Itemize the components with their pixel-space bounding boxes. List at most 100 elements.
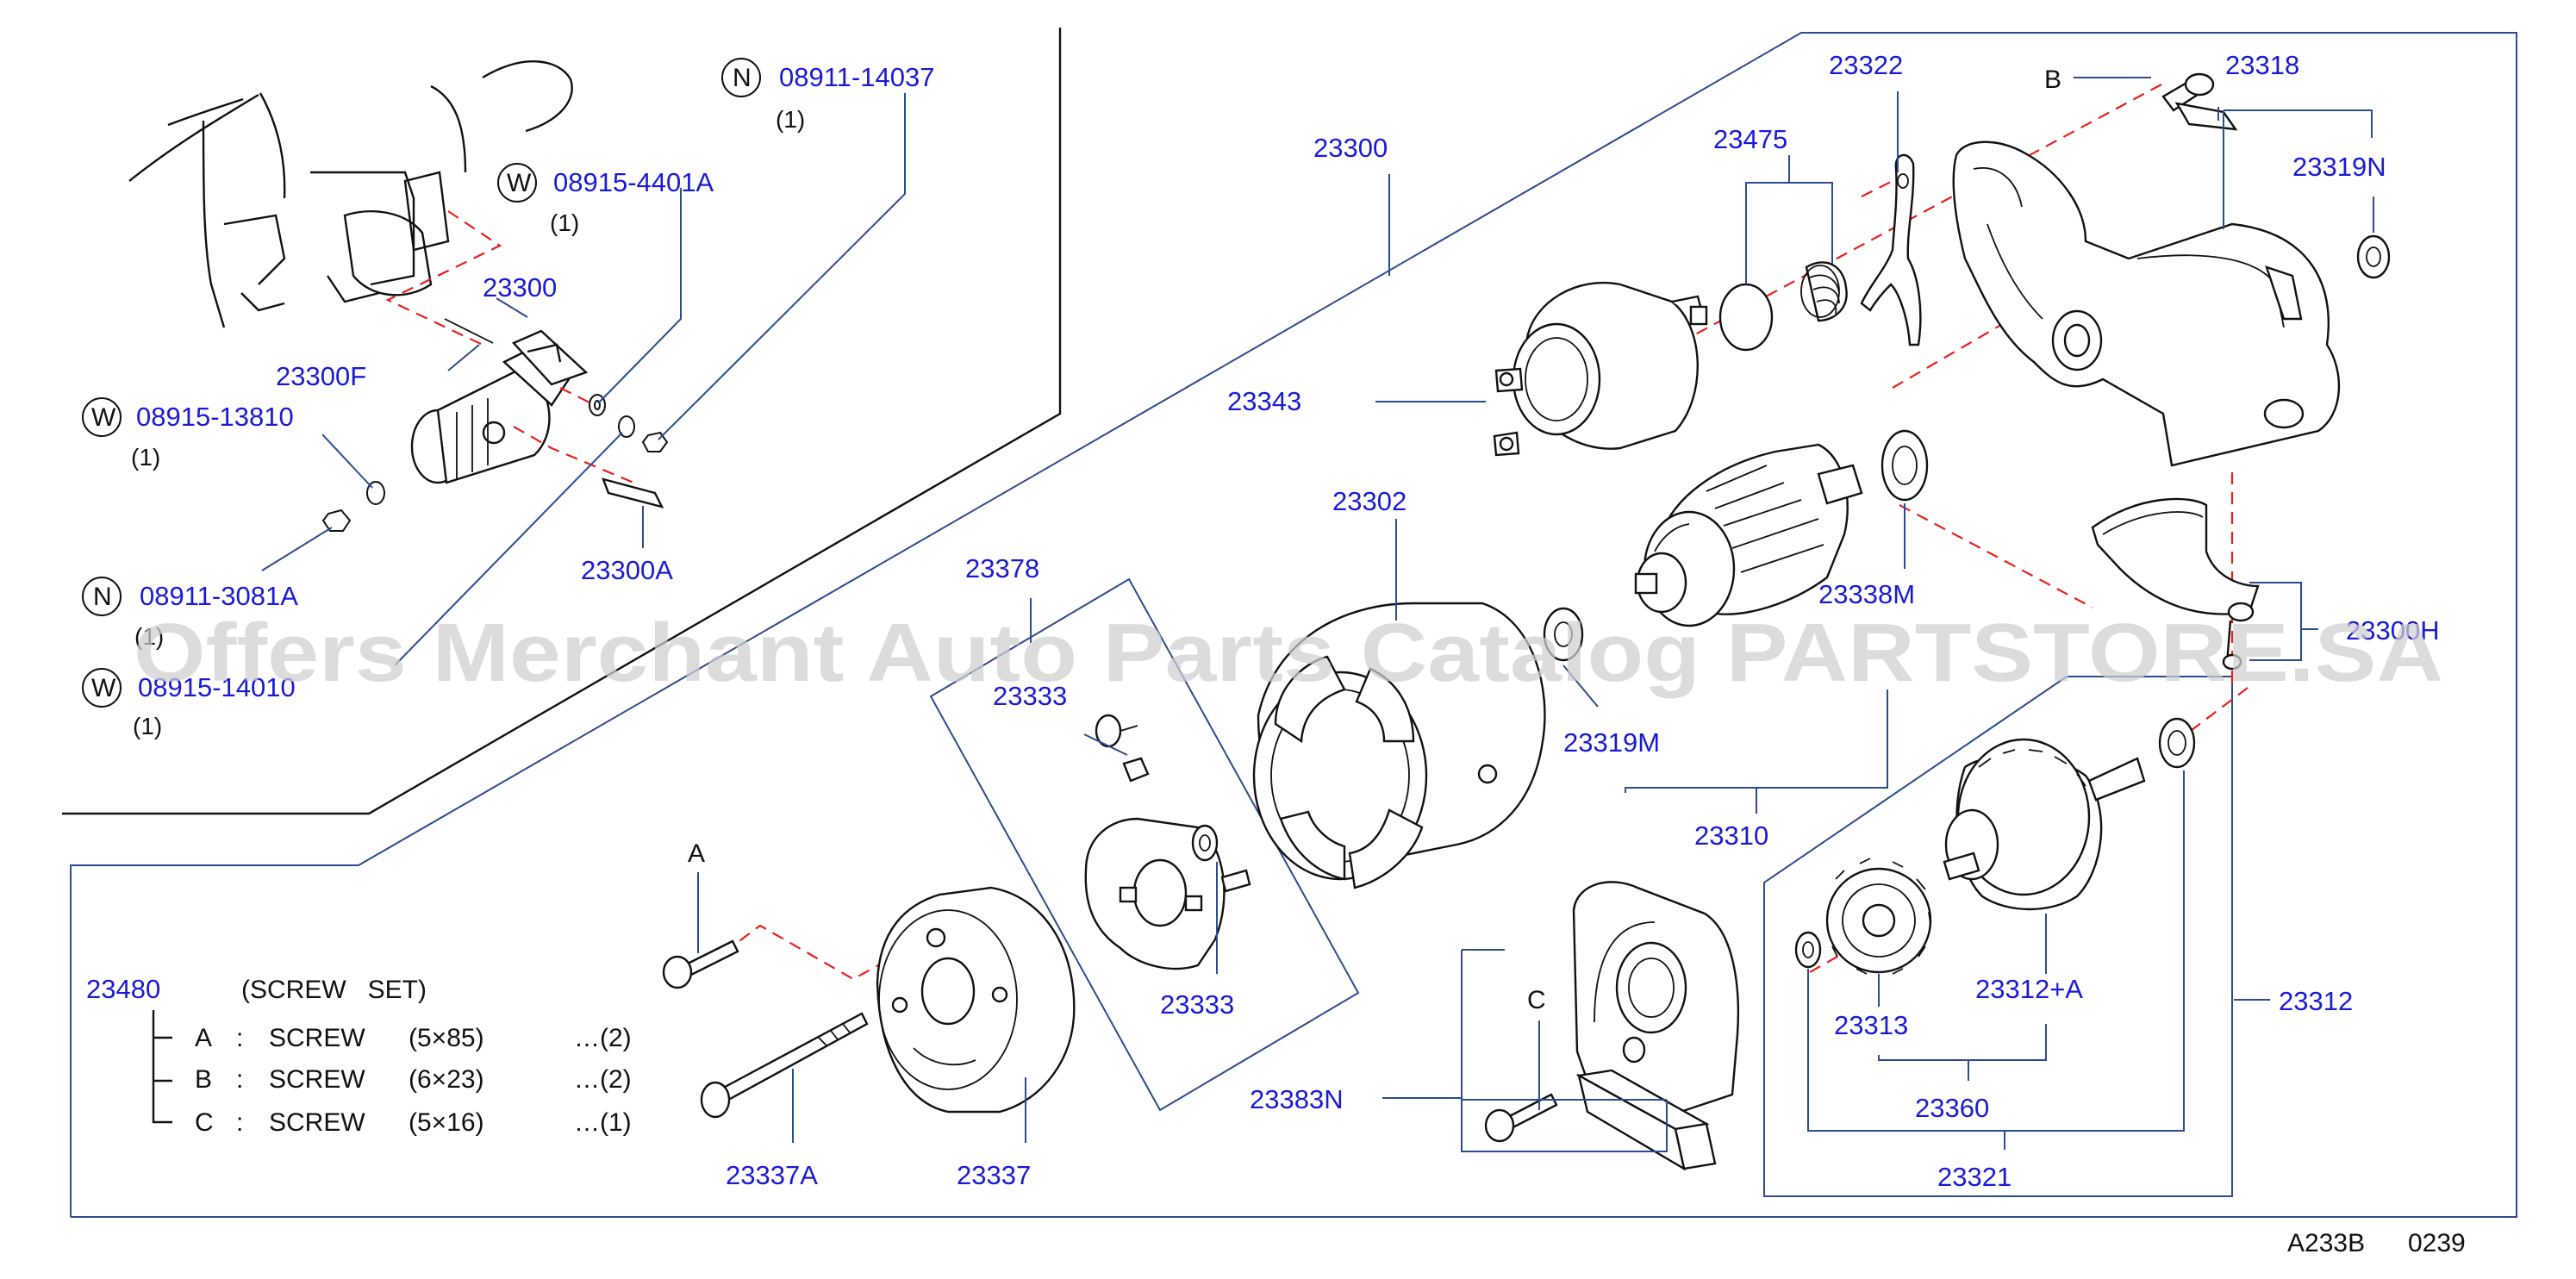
bushing-23319N-part (2356, 234, 2391, 279)
badge-circle (82, 397, 122, 437)
badge-letter: N (93, 583, 112, 611)
label-23333-lower[interactable]: 23333 (1160, 989, 1234, 1020)
label-23300-inset[interactable]: 23300 (483, 272, 557, 303)
drive-assembly-23312-part (1794, 717, 2196, 975)
label-23383N[interactable]: 23383N (1250, 1084, 1344, 1114)
callout-b: B (2044, 66, 2061, 94)
spring-23475-part (1718, 261, 1848, 352)
inset-leaders (261, 93, 906, 666)
footer: A233B 0239 (2287, 1229, 2466, 1257)
callout-letters: A B C (688, 66, 2061, 1014)
rear-cover-23337-part (876, 886, 1076, 1114)
label-23319M[interactable]: 23319M (1563, 727, 1660, 758)
inset-dash-lines (385, 210, 639, 486)
hardware-part-08915-4401A[interactable]: 08915-4401A (553, 167, 714, 197)
screw-row-colon: : (236, 1024, 243, 1052)
label-23360[interactable]: 23360 (1915, 1093, 1989, 1123)
hardware-qty: (1) (134, 623, 164, 650)
label-23318[interactable]: 23318 (2225, 50, 2299, 80)
badge-circle (82, 577, 122, 616)
solenoid-23343-part (1493, 281, 1708, 457)
hardware-part-08915-14010[interactable]: 08915-14010 (138, 672, 296, 702)
label-23343[interactable]: 23343 (1227, 386, 1301, 416)
main-leaders (697, 77, 2374, 1152)
screw-row-qty: …(1) (574, 1108, 632, 1137)
label-23313[interactable]: 23313 (1834, 1010, 1908, 1040)
screw-a-part (662, 939, 739, 989)
screw-row-colon: : (236, 1065, 243, 1094)
yoke-23302-part (1252, 602, 1546, 889)
label-23302[interactable]: 23302 (1332, 486, 1407, 516)
label-23337[interactable]: 23337 (957, 1160, 1031, 1190)
shield-23300H-part (2091, 497, 2260, 671)
label-23337A[interactable]: 23337A (726, 1160, 818, 1190)
screw-row-key: B (195, 1065, 212, 1094)
inset-hardware (321, 394, 669, 532)
screw-c-part (1484, 1093, 1558, 1143)
label-23310[interactable]: 23310 (1694, 820, 1768, 851)
label-23312[interactable]: 23312 (2279, 986, 2353, 1016)
screw-row-key: A (195, 1024, 212, 1052)
callout-a: A (688, 839, 705, 868)
screw-set-legend: (SCREW SET) A : SCREW (5×85) …(2) B : SC… (195, 976, 632, 1137)
footer-page: 0239 (2408, 1229, 2466, 1257)
hardware-qty: (1) (550, 209, 579, 236)
bearing-23319M-part (1543, 607, 1584, 662)
inset-starter (410, 318, 664, 508)
label-23378[interactable]: 23378 (965, 553, 1039, 583)
diagram-frames (62, 28, 2517, 1218)
label-23475[interactable]: 23475 (1713, 124, 1787, 154)
through-bolt-23337A-part (700, 1012, 869, 1119)
screw-row-name: SCREW (269, 1065, 365, 1094)
part-labels: 23300 23300F 23300A 23300 23322 23318 23… (86, 50, 2440, 1192)
label-23300H[interactable]: 23300H (2346, 615, 2440, 646)
badge-letter: N (733, 64, 752, 92)
label-23319N[interactable]: 23319N (2292, 152, 2386, 182)
badge-letter: W (91, 674, 116, 702)
hardware-part-08915-13810[interactable]: 08915-13810 (136, 402, 294, 432)
label-23300A[interactable]: 23300A (581, 555, 673, 585)
hardware-part-08911-14037[interactable]: 08911-14037 (779, 62, 934, 92)
front-housing-part (1952, 140, 2341, 467)
badge-circle (497, 163, 537, 203)
hardware-qty: (1) (776, 106, 805, 133)
lever-23322-part (1860, 153, 1922, 346)
label-23300F[interactable]: 23300F (276, 361, 366, 391)
label-23322[interactable]: 23322 (1829, 50, 1903, 80)
badge-circle (721, 58, 761, 97)
bearing-23338M-part (1881, 429, 1929, 502)
label-23312plusA[interactable]: 23312+A (1975, 974, 2083, 1004)
screw-row-key: C (195, 1108, 214, 1137)
gear-housing-23383N-part (1572, 881, 1740, 1171)
screw-b-part (2161, 72, 2238, 131)
hardware-callouts: N 08911-14037 (1) W 08915-4401A (1) W 08… (82, 58, 934, 739)
hardware-part-08911-3081A[interactable]: 08911-3081A (140, 581, 298, 611)
badge-letter: W (507, 169, 532, 197)
brush-holder-23378-part (1084, 714, 1251, 970)
label-23300-main[interactable]: 23300 (1313, 133, 1388, 163)
label-23480[interactable]: 23480 (86, 974, 160, 1004)
hardware-qty: (1) (131, 444, 160, 471)
label-23321[interactable]: 23321 (1937, 1162, 2012, 1192)
inset-engine-sketch (128, 60, 573, 328)
screw-row-colon: : (236, 1108, 243, 1137)
footer-code: A233B (2287, 1229, 2365, 1257)
screw-row-size: (6×23) (409, 1065, 484, 1094)
screw-row-name: SCREW (269, 1108, 365, 1137)
badge-letter: W (91, 403, 116, 432)
armature-23310-part (1634, 443, 1863, 627)
screw-row-size: (5×85) (409, 1024, 484, 1052)
badge-circle (82, 668, 122, 708)
label-23338M[interactable]: 23338M (1818, 579, 1915, 609)
screw-row-qty: …(2) (574, 1065, 632, 1094)
screw-row-qty: …(2) (574, 1024, 632, 1052)
watermark-text: Offers Merchant Auto Parts Catalog PARTS… (134, 607, 2443, 699)
callout-c: C (1527, 986, 1546, 1014)
label-23333-upper[interactable]: 23333 (993, 681, 1067, 711)
screw-set-title: (SCREW SET) (241, 976, 427, 1004)
screw-set-tree (152, 1010, 172, 1124)
screw-row-size: (5×16) (409, 1108, 484, 1137)
hardware-qty: (1) (133, 713, 162, 739)
screw-row-name: SCREW (269, 1024, 365, 1052)
